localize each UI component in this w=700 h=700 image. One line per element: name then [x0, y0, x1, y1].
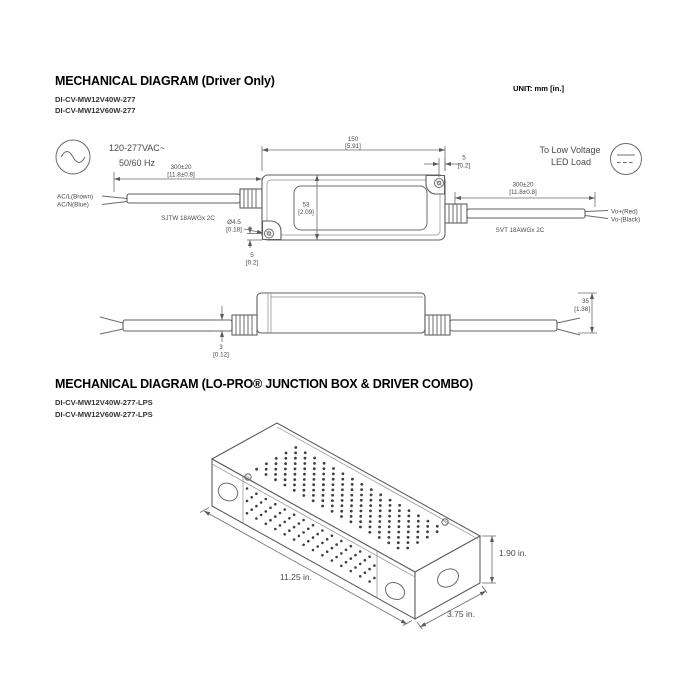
output-load-line2: LED Load	[551, 157, 591, 167]
box-height-label: 1.90 in.	[499, 548, 527, 558]
svg-text:35: 35	[582, 298, 590, 305]
section2-model-2: DI-CV-MW12V60W-277-LPS	[55, 410, 153, 419]
svg-text:5: 5	[462, 155, 466, 162]
svg-text:3: 3	[219, 344, 223, 351]
input-rating-line1: 120-277VAC~	[109, 143, 165, 153]
svg-text:[0.12]: [0.12]	[213, 352, 229, 359]
driver-label-area	[293, 185, 428, 231]
driver-body-side	[256, 292, 426, 334]
unit-label: UNIT: mm [in.]	[513, 84, 565, 93]
section1-model-1: DI-CV-MW12V40W-277	[55, 95, 136, 104]
dim-body-width: 53 [2.09]	[298, 175, 320, 240]
dim-hole-offset-top: 5 [0.2]	[424, 155, 471, 177]
side-input-conductors	[99, 316, 124, 335]
input-conductors	[101, 195, 128, 205]
svg-text:300±20: 300±20	[171, 164, 192, 171]
perforation-pattern-top	[255, 446, 439, 550]
output-wire-label-positive: Vo+(Red)	[611, 209, 638, 216]
driver-body-top	[261, 174, 446, 241]
ac-neutral-wire-label: AC/N(Blue)	[57, 202, 89, 209]
section2-title: MECHANICAL DIAGRAM (LO-PRO® JUNCTION BOX…	[55, 377, 473, 391]
input-cable-label: SJTW 18AWGx 2C	[161, 215, 215, 222]
junction-box: 11.25 in. 1.90 in. 3.75 in.	[199, 422, 527, 630]
input-cable	[126, 193, 241, 204]
lid-screw-left	[244, 473, 252, 481]
svg-text:[1.38]: [1.38]	[574, 306, 590, 313]
box-depth-label: 3.75 in.	[447, 609, 475, 619]
svg-text:[0.2]: [0.2]	[246, 260, 259, 267]
svg-text:53: 53	[302, 202, 310, 209]
dim-body-length: 150 [5.91]	[261, 136, 446, 171]
knockout-right-end	[437, 568, 459, 588]
svg-text:[0.18]: [0.18]	[226, 227, 242, 234]
side-input-cable	[122, 319, 233, 332]
svg-text:300±20: 300±20	[513, 182, 534, 189]
side-output-cable	[449, 319, 558, 332]
dim-output-lead-length: 300±20 [11.8±0.8]	[454, 182, 596, 207]
input-rating-line2: 50/60 Hz	[119, 158, 156, 168]
output-cable	[466, 208, 586, 219]
output-load-line1: To Low Voltage	[539, 145, 600, 155]
svg-text:150: 150	[348, 136, 359, 143]
driver-side-view: 35 [1.38] 3 [0.12]	[99, 292, 597, 359]
section2-model-1: DI-CV-MW12V40W-277-LPS	[55, 398, 153, 407]
ac-source-icon	[55, 139, 91, 175]
lid-screw-right	[441, 518, 449, 526]
dc-source-icon	[610, 143, 642, 175]
dim-box-depth: 3.75 in.	[416, 585, 488, 630]
dim-side-lead: 3 [0.12]	[213, 306, 231, 359]
svg-text:[5.91]: [5.91]	[345, 143, 361, 150]
svg-text:5: 5	[250, 252, 254, 259]
dim-box-length: 11.25 in.	[199, 507, 413, 626]
output-cable-label: SVT 18AWGx 2C	[496, 227, 545, 234]
output-wire-label-negative: Vo-(Black)	[611, 217, 640, 224]
side-input-gland	[231, 314, 258, 336]
output-conductors	[584, 210, 609, 219]
dim-hole-diameter: Ø4.5 [0.18]	[226, 219, 264, 234]
box-length-label: 11.25 in.	[280, 572, 312, 582]
mounting-ear-bottom-left	[261, 220, 282, 241]
svg-text:[11.8±0.8]: [11.8±0.8]	[167, 172, 195, 179]
input-cable-gland	[239, 188, 263, 209]
dim-side-height: 35 [1.38]	[574, 292, 597, 334]
svg-text:Ø4.5: Ø4.5	[227, 219, 241, 226]
mounting-ear-top-right	[425, 174, 446, 195]
side-output-gland	[424, 314, 451, 336]
side-output-conductors	[556, 317, 581, 336]
svg-text:[2.09]: [2.09]	[298, 209, 314, 216]
section1-model-2: DI-CV-MW12V60W-277	[55, 106, 136, 115]
svg-text:[11.8±0.8]: [11.8±0.8]	[509, 189, 537, 196]
knockout-left	[217, 482, 239, 502]
svg-text:[0.2]: [0.2]	[458, 163, 471, 170]
driver-top-view: 120-277VAC~ 50/60 Hz AC/L(Brown) AC/N(Bl…	[55, 136, 642, 267]
section1-title: MECHANICAL DIAGRAM (Driver Only)	[55, 74, 275, 88]
dim-input-lead-length: 300±20 [11.8±0.8]	[113, 164, 262, 192]
ac-live-wire-label: AC/L(Brown)	[57, 194, 93, 201]
output-cable-gland	[444, 203, 468, 224]
dim-box-height: 1.90 in.	[482, 535, 527, 584]
